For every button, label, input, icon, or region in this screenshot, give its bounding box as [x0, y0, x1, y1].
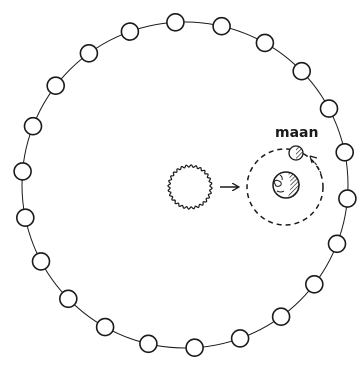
orbit-bead [47, 77, 64, 94]
earth-globe [273, 172, 300, 198]
moon-label: maan [275, 125, 318, 141]
orbit-bead [232, 330, 249, 347]
orbit-bead [14, 163, 31, 180]
orbit-bead [293, 63, 310, 80]
orbit-bead [273, 308, 290, 325]
orbit-bead [213, 18, 230, 35]
sun-shape [168, 165, 212, 209]
orbit-bead [121, 23, 138, 40]
orbit-bead [256, 34, 273, 51]
orbit-bead [60, 290, 77, 307]
orbit-bead [17, 209, 34, 226]
orbit-bead [329, 235, 346, 252]
orbit-bead [306, 276, 323, 293]
orbit-bead [33, 253, 50, 270]
orbit-bead [186, 339, 203, 356]
orbit-bead [321, 100, 338, 117]
orbit-bead [339, 190, 356, 207]
orbit-bead [97, 319, 114, 336]
orbit-bead [25, 118, 42, 135]
orbit-bead [167, 14, 184, 31]
orbit-bead [336, 144, 353, 161]
orbit-bead [80, 45, 97, 62]
orbit-bead [140, 335, 157, 352]
moon-body [289, 146, 303, 160]
